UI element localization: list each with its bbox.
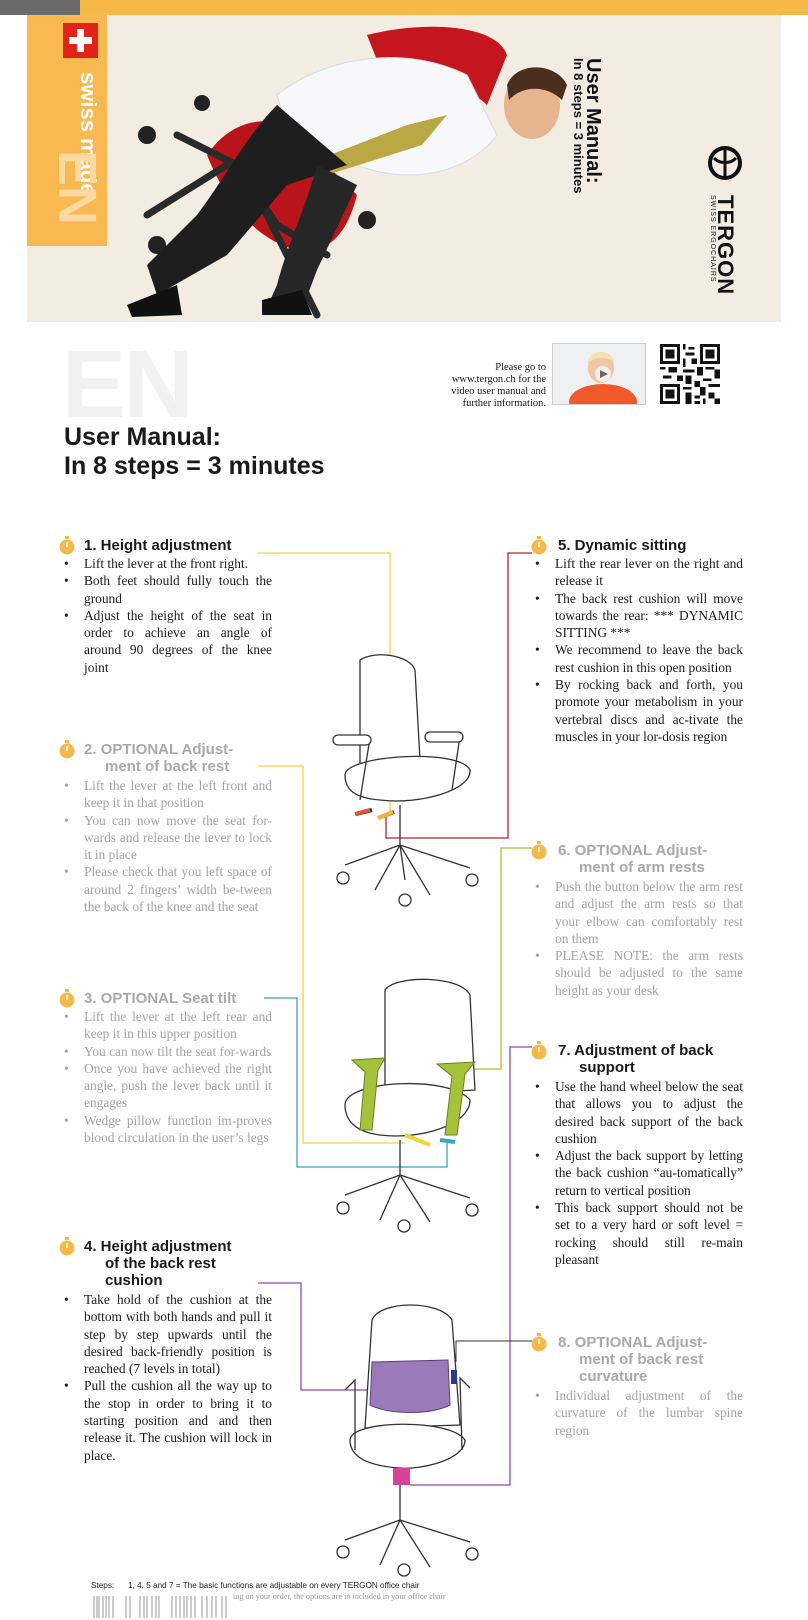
list-item: Lift the rear lever on the right and rel…	[533, 555, 743, 590]
list-item: Wedge pillow function im-proves blood ci…	[62, 1112, 272, 1147]
step-list: Lift the lever at the front right. Both …	[62, 555, 272, 676]
language-watermark: EN	[62, 331, 193, 438]
stopwatch-icon	[59, 740, 75, 759]
list-item: You can now tilt the seat for-wards	[62, 1043, 272, 1061]
step-title: 1. Height adjustment	[84, 537, 232, 554]
tergon-logo-icon	[708, 146, 742, 180]
list-item: The back rest cushion will move towards …	[533, 590, 743, 642]
list-item: Individual adjustment of the curvature o…	[533, 1387, 743, 1439]
list-item: Please check that you left space of arou…	[62, 863, 272, 915]
list-item: This back support should not be set to a…	[533, 1199, 743, 1268]
cover-photo	[27, 15, 781, 322]
list-item: Use the hand wheel below the seat that a…	[533, 1078, 743, 1147]
stopwatch-icon	[531, 536, 547, 555]
step-list: Take hold of the cushion at the bottom w…	[62, 1291, 272, 1464]
chair-diagram-3	[336, 1304, 479, 1577]
list-item: Push the button below the arm rest and a…	[533, 878, 743, 947]
video-note: Please go to www.tergon.ch for the video…	[451, 362, 546, 409]
top-color-bar	[0, 0, 808, 15]
stopwatch-icon	[531, 841, 547, 860]
step-title: 6. OPTIONAL Adjust-ment of arm rests	[558, 842, 708, 876]
list-item: Lift the lever at the left front and kee…	[62, 777, 272, 812]
list-item: Both feet should fully touch the ground	[62, 572, 272, 607]
list-item: Lift the lever at the left rear and keep…	[62, 1008, 272, 1043]
step-title: 2. OPTIONAL Adjust-ment of back rest	[84, 741, 234, 775]
list-item: Once you have achieved the right angle, …	[62, 1060, 272, 1112]
step-list: Push the button below the arm rest and a…	[533, 878, 743, 999]
footer-line1: 1, 4, 5 and 7 = The basic functions are …	[128, 1581, 420, 1590]
list-item: PLEASE NOTE: the arm rests should be adj…	[533, 947, 743, 999]
list-item: We recommend to leave the back rest cush…	[533, 641, 743, 676]
list-item: Take hold of the cushion at the bottom w…	[62, 1291, 272, 1377]
step-title: 5. Dynamic sitting	[558, 537, 687, 554]
step-list: Individual adjustment of the curvature o…	[533, 1387, 743, 1439]
page-title-line1: User Manual:	[64, 423, 221, 451]
swiss-flag-icon	[63, 23, 98, 58]
step-list: Lift the lever at the left front and kee…	[62, 777, 272, 915]
stopwatch-icon	[531, 1041, 547, 1060]
page-title-line2: In 8 steps = 3 minutes	[64, 452, 325, 480]
list-item: You can now move the seat for-wards and …	[62, 812, 272, 864]
barcode-strip	[93, 1596, 227, 1618]
qr-code[interactable]	[660, 344, 720, 404]
stopwatch-icon	[59, 536, 75, 555]
video-thumbnail[interactable]	[552, 343, 646, 405]
step-title: 3. OPTIONAL Seat tilt	[84, 990, 237, 1007]
stopwatch-icon	[59, 989, 75, 1008]
step-list: Lift the rear lever on the right and rel…	[533, 555, 743, 745]
list-item: Adjust the height of the seat in order t…	[62, 607, 272, 676]
step-list: Use the hand wheel below the seat that a…	[533, 1078, 743, 1268]
page-title: User Manual: In 8 steps = 3 minutes	[64, 423, 325, 481]
footer-label: Steps:	[91, 1581, 115, 1590]
list-item: By rocking back and forth, you promote y…	[533, 676, 743, 745]
list-item: Adjust the back support by letting the b…	[533, 1147, 743, 1199]
stopwatch-icon	[531, 1333, 547, 1352]
step-list: Lift the lever at the left rear and keep…	[62, 1008, 272, 1146]
chair-diagram-1	[332, 654, 479, 907]
stopwatch-icon	[59, 1237, 75, 1256]
list-item: Pull the cushion all the way up to the s…	[62, 1377, 272, 1463]
footer-line2: ing on your order, the options are in in…	[233, 1592, 446, 1601]
list-item: Lift the lever at the front right.	[62, 555, 272, 573]
